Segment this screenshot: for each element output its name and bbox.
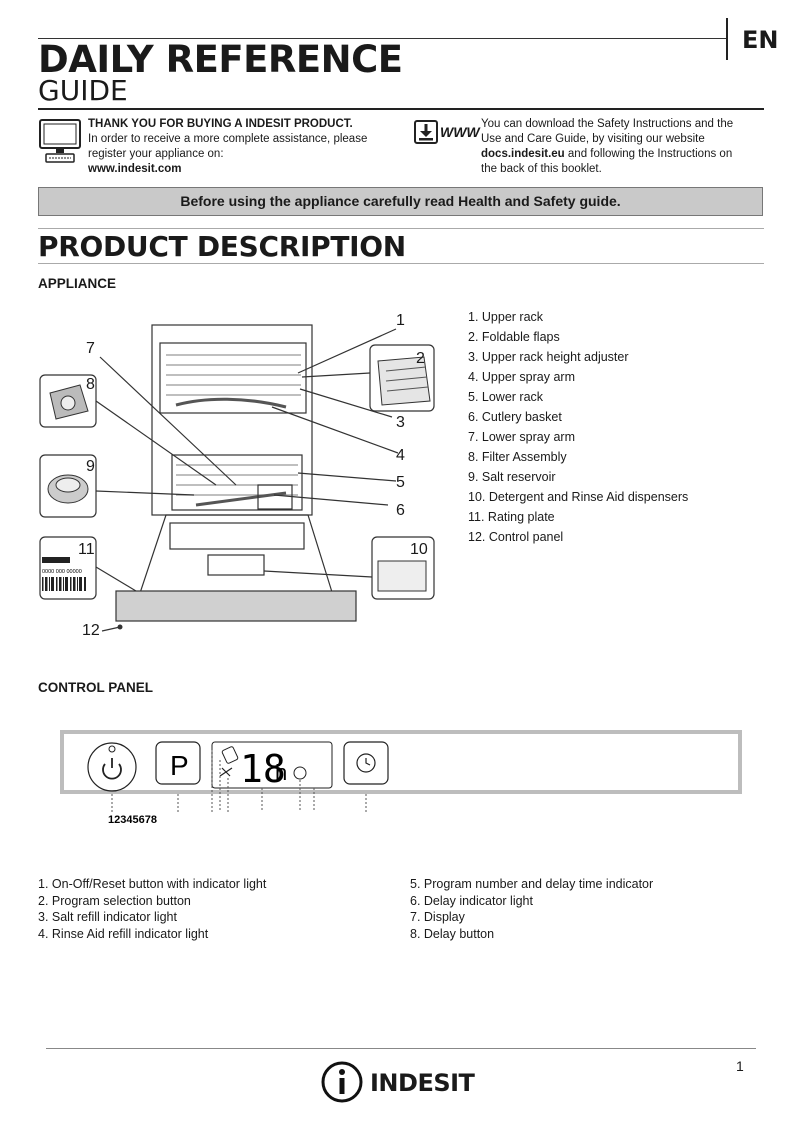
- on-off-button: [87, 742, 137, 792]
- callout-12: 12: [82, 622, 100, 639]
- callout-10: 10: [410, 541, 428, 558]
- dispenser-shape: [207, 554, 265, 576]
- list-item: 4. Upper spray arm: [468, 370, 575, 384]
- section-title: PRODUCT DESCRIPTION: [38, 230, 406, 263]
- register-url-link[interactable]: www.indesit.com: [88, 163, 182, 175]
- top-rule: [38, 38, 726, 39]
- callout-11: 11: [78, 541, 95, 558]
- intro-right-line4: the back of this booklet.: [481, 163, 602, 175]
- intro-left-line2: register your appliance on:: [88, 148, 224, 160]
- docs-url-link[interactable]: docs.indesit.eu: [481, 148, 565, 160]
- title-rule: [38, 108, 764, 110]
- appliance-diagram: 0000 000 00000 1 2 3 4 5 6 7 8 9 10 11 1…: [39, 312, 435, 639]
- upper-spray-arm-shape: [175, 397, 287, 409]
- inset-salt: [39, 454, 97, 518]
- list-item: 5. Program number and delay time indicat…: [410, 877, 654, 891]
- intro-left-line1: In order to receive a more complete assi…: [88, 133, 368, 145]
- list-item: 7. Lower spray arm: [468, 430, 575, 444]
- intro-left-text: THANK YOU FOR BUYING A INDESIT PRODUCT. …: [88, 117, 388, 177]
- intro-right-line1: You can download the Safety Instructions…: [481, 118, 734, 130]
- callout-7: 7: [86, 340, 95, 357]
- callout-4: 4: [396, 447, 405, 464]
- program-button-label: P: [170, 750, 189, 781]
- intro-left-heading: THANK YOU FOR BUYING A INDESIT PRODUCT.: [88, 118, 353, 130]
- display-digits: 18: [240, 747, 286, 791]
- list-item: 1. Upper rack: [468, 310, 544, 324]
- list-item: 5. Lower rack: [468, 390, 544, 404]
- cabinet-outline: [151, 324, 313, 516]
- display: [211, 741, 333, 789]
- panel-callout-numbers: 12345678: [108, 814, 157, 826]
- inset-rating-plate: [39, 536, 97, 600]
- list-item: 3. Salt refill indicator light: [38, 910, 177, 924]
- list-item: 7. Display: [410, 910, 465, 924]
- www-label: WWW: [440, 124, 480, 140]
- display-unit: h: [275, 760, 287, 785]
- section-rule-top: [38, 228, 764, 229]
- page-number: 1: [736, 1058, 744, 1074]
- control-panel-heading: CONTROL PANEL: [38, 680, 154, 695]
- list-item: 1. On-Off/Reset button with indicator li…: [38, 877, 267, 891]
- appliance-parts-list: 1. Upper rack 2. Foldable flaps 3. Upper…: [468, 307, 688, 547]
- download-www-icon: WWW: [414, 120, 480, 146]
- inset-dispenser: [371, 536, 435, 600]
- footer-rule: [46, 1048, 756, 1049]
- brand-name: INDESIT: [370, 1069, 475, 1097]
- salt-indicator-icon: [221, 746, 239, 764]
- language-divider: [726, 18, 728, 60]
- control-panel-diagram: P 18 h 12345678: [60, 730, 742, 826]
- list-item: 2. Foldable flaps: [468, 330, 560, 344]
- intro-right-line3: and following the Instructions on: [564, 148, 733, 160]
- list-item: 11. Rating plate: [468, 510, 555, 524]
- appliance-heading: APPLIANCE: [38, 276, 117, 291]
- list-item: 8. Filter Assembly: [468, 450, 567, 464]
- list-item: 4. Rinse Aid refill indicator light: [38, 926, 209, 941]
- page-subtitle: GUIDE: [38, 74, 128, 107]
- delay-button: [343, 741, 389, 785]
- program-button: [155, 741, 201, 785]
- language-code: EN: [742, 26, 779, 54]
- lower-spray-arm-shape: [195, 491, 287, 507]
- brand-logo: INDESIT: [320, 1060, 490, 1104]
- list-item: 9. Salt reservoir: [468, 470, 556, 484]
- control-panel-list-left: 1. On-Off/Reset button with indicator li…: [38, 876, 266, 942]
- safety-banner: Before using the appliance carefully rea…: [38, 187, 763, 216]
- intro-right-line2: Use and Care Guide, by visiting our webs…: [481, 133, 705, 145]
- list-item: 12. Control panel: [468, 530, 564, 544]
- section-rule-bottom: [38, 263, 764, 264]
- indesit-i-icon: [321, 1061, 363, 1103]
- callout-2: 2: [416, 350, 425, 367]
- control-panel-shape: [115, 590, 357, 622]
- callout-5: 5: [396, 474, 405, 491]
- rinse-aid-indicator-icon: [219, 767, 233, 777]
- lower-rack-shape: [171, 454, 303, 511]
- inset-flaps: [369, 344, 435, 412]
- list-item: 10. Detergent and Rinse Aid dispensers: [468, 490, 689, 504]
- door-inner-panel: [169, 522, 305, 550]
- computer-monitor-icon: [39, 119, 81, 163]
- list-item: 6. Delay indicator light: [410, 893, 533, 908]
- page-title: DAILY REFERENCE: [38, 38, 403, 81]
- intro-right-text: You can download the Safety Instructions…: [481, 117, 763, 177]
- callout-3: 3: [396, 414, 405, 431]
- callout-6: 6: [396, 502, 405, 519]
- control-panel-list-right: 5. Program number and delay time indicat…: [410, 876, 653, 942]
- rating-plate-code: 0000 000 00000: [42, 569, 82, 575]
- list-item: 2. Program selection button: [38, 893, 191, 908]
- upper-rack-shape: [159, 342, 307, 414]
- list-item: 6. Cutlery basket: [468, 410, 562, 424]
- callout-1: 1: [396, 312, 405, 329]
- delay-indicator-icon: [293, 766, 307, 780]
- callout-9: 9: [86, 458, 95, 475]
- delay-button-icon: [356, 753, 376, 773]
- list-item: 8. Delay button: [410, 926, 495, 941]
- list-item: 3. Upper rack height adjuster: [468, 350, 629, 364]
- callout-8: 8: [86, 376, 95, 393]
